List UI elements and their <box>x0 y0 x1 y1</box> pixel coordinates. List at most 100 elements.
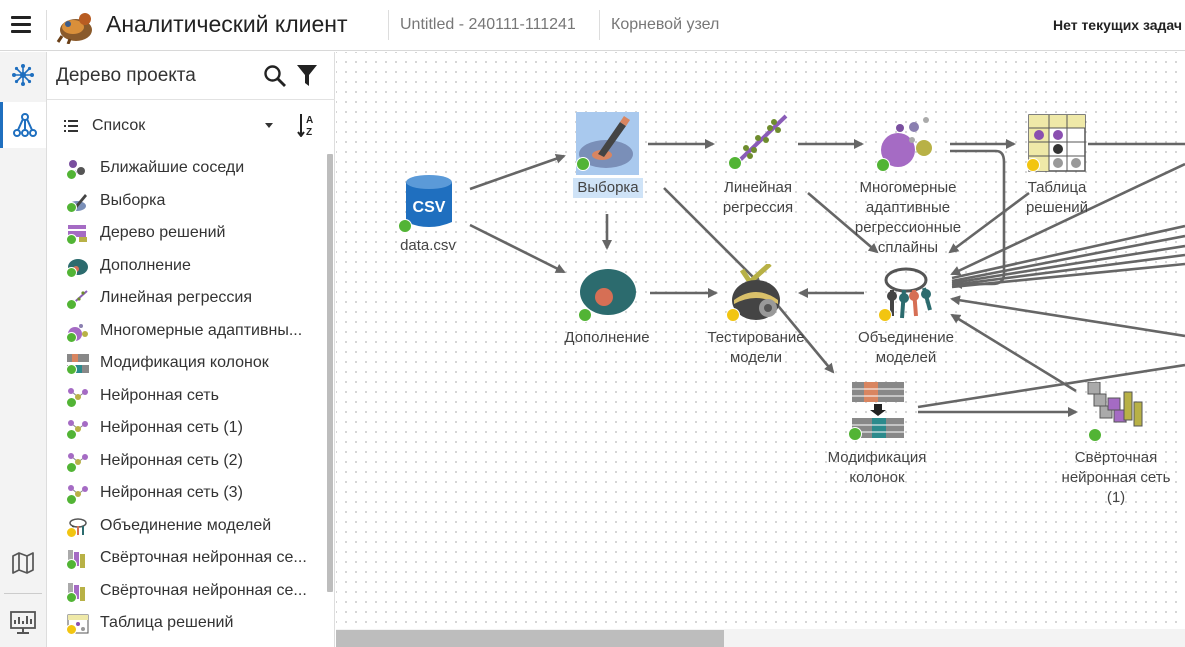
node-ensemble[interactable] <box>878 266 938 324</box>
node-column-modification[interactable] <box>848 382 904 441</box>
status-ok-badge <box>66 234 77 245</box>
view-mode-selector[interactable]: Список A Z <box>47 100 335 150</box>
node-data-csv[interactable]: CSV <box>398 174 454 237</box>
tree-item[interactable]: Нейронная сеть (2) <box>47 445 327 478</box>
tree-item[interactable]: Модификация колонок <box>47 347 327 380</box>
status-warning-badge <box>66 526 77 538</box>
rail-button-map[interactable] <box>0 540 46 586</box>
node-label: Тестирование модели <box>707 329 805 366</box>
edge <box>807 192 879 254</box>
node-label: data.csv <box>400 237 456 254</box>
tree-item[interactable]: Свёрточная нейронная се... <box>47 575 327 608</box>
tree-item[interactable]: Объединение моделей <box>47 510 327 543</box>
knn-icon <box>66 159 89 180</box>
task-status[interactable]: Нет текущих задач <box>1052 17 1182 33</box>
canvas-hscroll-thumb[interactable] <box>336 630 724 647</box>
status-warning-badge <box>66 624 77 635</box>
status-ok-badge <box>66 396 77 408</box>
rail-button-monitor[interactable] <box>0 600 46 646</box>
tree-item[interactable]: Нейронная сеть <box>47 380 327 413</box>
tree-item-label: Нейронная сеть <box>100 386 219 404</box>
tree-item[interactable]: Многомерные адаптивны... <box>47 315 327 348</box>
tree-item-label: Выборка <box>100 191 166 209</box>
edge <box>469 223 566 274</box>
cnn-icon <box>66 582 89 603</box>
status-warning-badge <box>878 308 892 322</box>
tree-item[interactable]: Нейронная сеть (1) <box>47 412 327 445</box>
project-name[interactable]: Untitled - 240111-111241 <box>400 16 576 33</box>
rail-button-nodes[interactable] <box>0 52 46 98</box>
mars-icon <box>881 117 932 167</box>
status-ok-badge <box>1088 428 1102 442</box>
node-label: Свёрточная нейронная сеть (1) <box>1061 449 1171 506</box>
header-divider <box>388 10 389 40</box>
neural-net-icon <box>66 452 89 473</box>
node-sample[interactable] <box>576 112 639 175</box>
tree-item[interactable]: Выборка <box>47 185 327 218</box>
header-divider <box>599 10 600 40</box>
status-ok-badge <box>398 219 412 233</box>
status-ok-badge <box>66 266 77 278</box>
tree-item[interactable]: Свёрточная нейронная се... <box>47 542 327 575</box>
edge <box>950 295 1185 338</box>
mars-icon <box>66 322 89 343</box>
decision-tree-icon <box>66 224 89 245</box>
menu-icon[interactable] <box>11 16 31 34</box>
filter-icon[interactable] <box>297 65 317 87</box>
rail-button-project-tree[interactable] <box>0 102 46 148</box>
node-label: Линейная регрессия <box>722 179 794 216</box>
tree-item-label: Нейронная сеть (3) <box>100 484 243 501</box>
cnn-icon <box>66 549 89 570</box>
sample-icon <box>579 116 633 168</box>
edge <box>951 224 1185 280</box>
status-ok-badge <box>66 331 77 343</box>
status-ok-badge <box>576 157 590 171</box>
sample-icon <box>66 192 89 213</box>
ensemble-keys-icon <box>884 267 932 319</box>
header-divider <box>46 10 47 40</box>
node-model-testing[interactable] <box>726 262 784 324</box>
node-impute[interactable] <box>578 266 636 322</box>
nodes-icon <box>12 64 34 86</box>
node-label: Модификация колонок <box>827 449 927 486</box>
ensemble-icon <box>66 517 89 538</box>
edge <box>951 244 1185 285</box>
search-icon[interactable] <box>263 64 287 88</box>
left-rail <box>0 52 47 647</box>
sort-alpha-icon[interactable]: A Z <box>297 113 319 137</box>
tree-item[interactable]: Дерево решений <box>47 217 327 250</box>
node-linear-regression[interactable] <box>728 112 790 170</box>
svg-text:Z: Z <box>306 127 312 137</box>
status-ok-badge <box>876 158 890 172</box>
tree-item[interactable]: Нейронная сеть (3) <box>47 477 327 510</box>
status-ok-badge <box>66 364 77 375</box>
tree-item[interactable]: Линейная регрессия <box>47 282 327 315</box>
tree-item-label: Нейронная сеть (1) <box>100 419 243 436</box>
node-label-selected: Выборка <box>573 178 643 198</box>
tree-item[interactable]: Дополнение <box>47 250 327 283</box>
edge <box>951 262 1185 289</box>
column-mod-icon <box>66 354 89 375</box>
node-mars[interactable] <box>876 114 938 172</box>
neural-net-icon <box>66 484 89 505</box>
tree-item-label: Нейронная сеть (2) <box>100 451 243 469</box>
tree-item[interactable]: Таблица решений <box>47 607 327 640</box>
chevron-down-icon[interactable] <box>265 123 273 128</box>
map-icon <box>12 552 34 574</box>
node-decision-table[interactable] <box>1026 114 1086 172</box>
view-mode-label[interactable]: Список <box>92 117 146 134</box>
tree-item-label: Дополнение <box>100 256 191 274</box>
breadcrumb-node[interactable]: Корневой узел <box>611 16 720 33</box>
node-label: Дополнение <box>564 329 650 346</box>
tree-scrollbar[interactable] <box>327 154 333 592</box>
edge <box>917 363 1185 409</box>
list-icon <box>64 120 78 132</box>
app-logo-icon <box>56 13 92 44</box>
edge <box>948 191 1030 254</box>
tree-item-label: Ближайшие соседи <box>100 159 245 176</box>
impute-icon <box>66 257 89 278</box>
workflow-canvas[interactable]: CSV data.csv Выборка Линейная регрессия <box>336 52 1185 647</box>
edge <box>663 187 762 286</box>
node-cnn-1[interactable] <box>1086 381 1148 442</box>
tree-item[interactable]: Ближайшие соседи <box>47 152 327 185</box>
